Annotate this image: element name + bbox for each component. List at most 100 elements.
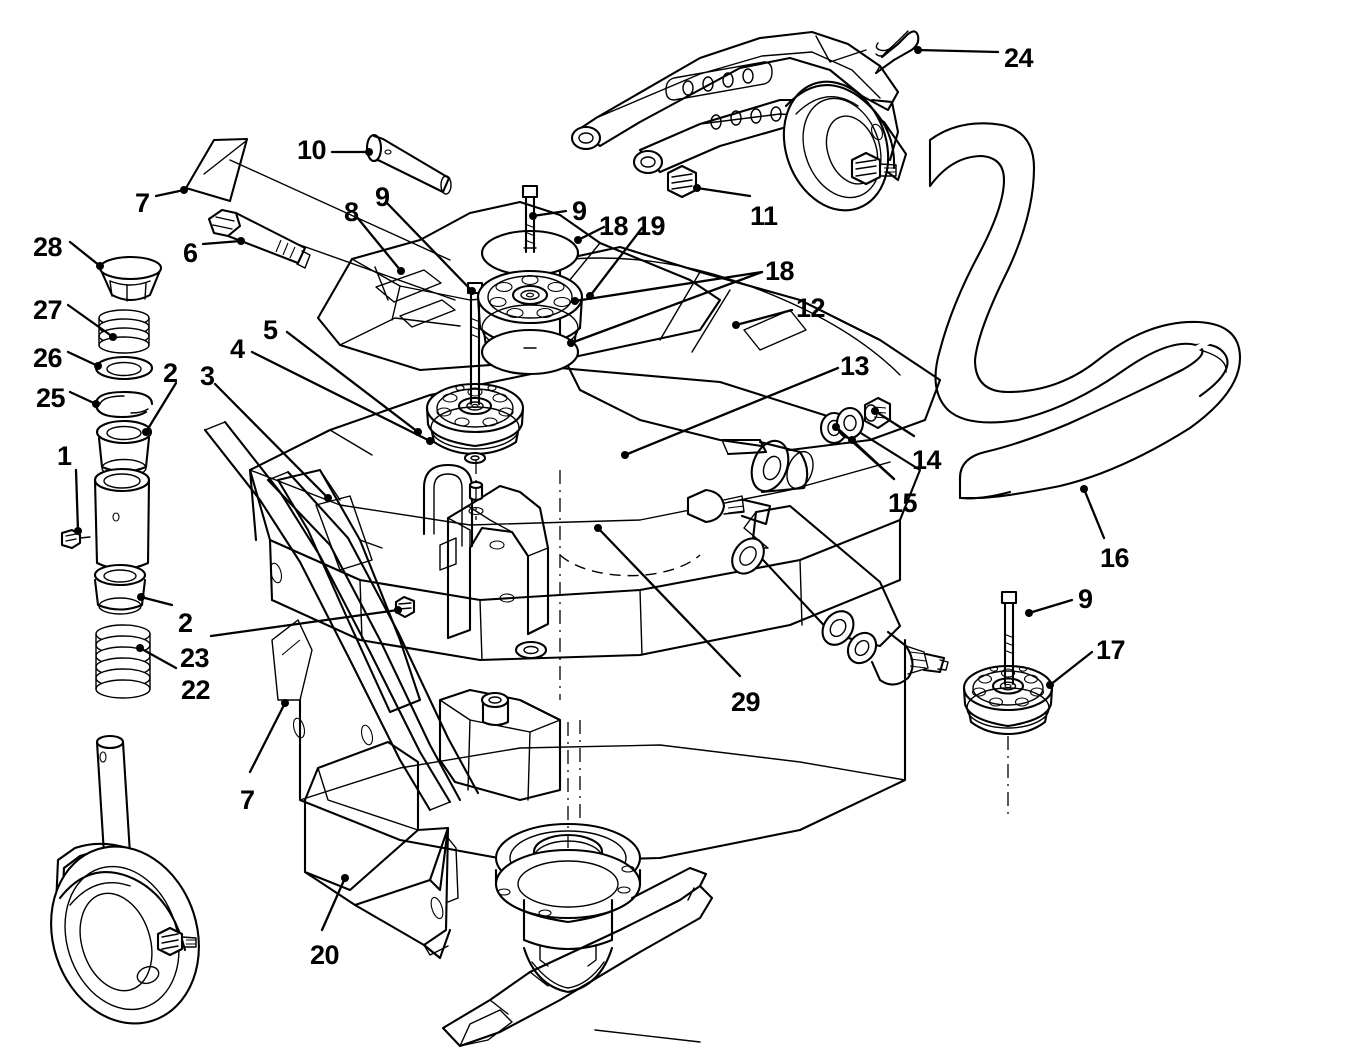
part-u-bracket [422,463,474,548]
leader-dot-c9c [1025,609,1033,617]
part-callout-18[interactable]: 18 [599,211,629,241]
leader-dot-c18a [574,236,582,244]
leader-dot-c16 [1080,485,1088,493]
part-callout-29[interactable]: 29 [731,687,761,717]
leader-line-c18a [576,225,606,242]
leader-line-c6 [201,239,243,246]
leader-dot-c9b [529,212,537,220]
leader-line-c11 [695,186,752,198]
leader-line-c1 [74,468,80,533]
part-callout-15[interactable]: 15 [888,488,918,518]
leader-line-c17 [1048,650,1094,687]
leader-line-c24 [916,48,1000,54]
leader-dot-c5 [414,428,422,436]
leader-line-c14 [873,409,916,438]
leader-line-c9b [531,209,568,218]
leader-dot-c3 [324,494,332,502]
leader-line-c7b [248,701,287,774]
part-callout-7[interactable]: 7 [240,785,255,815]
leader-line-c23 [209,608,400,638]
part-callout-22[interactable]: 22 [181,675,211,705]
leader-dot-c6 [237,237,245,245]
leader-line-c29 [596,526,742,678]
leader-dot-c25 [92,400,100,408]
part-callout-24[interactable]: 24 [1004,43,1034,73]
leader-line-c3 [213,382,330,500]
part-callout-14[interactable]: 14 [912,445,942,475]
part-callout-10[interactable]: 10 [297,135,327,165]
part-callout-7[interactable]: 7 [135,188,150,218]
leader-line-c13 [623,366,840,457]
part-callout-4[interactable]: 4 [230,334,245,364]
leader-line-c20 [320,876,347,932]
leader-dot-c19 [586,292,594,300]
part-callout-2[interactable]: 2 [163,358,178,388]
leader-line-c2a [144,381,178,434]
leader-line-c15b [834,425,896,481]
leader-line-c9c [1027,598,1074,615]
leader-dot-c10 [365,148,373,156]
leader-dot-c20 [341,874,349,882]
leader-line-c16 [1082,487,1106,540]
part-callout-17[interactable]: 17 [1096,635,1126,665]
leader-line-c8 [354,214,403,273]
part-callout-9[interactable]: 9 [375,182,390,212]
leader-line-c26 [66,350,100,368]
caster-wheel-assembly [50,734,200,1025]
part-17-v-idler-pulley [594,590,1054,1043]
leader-dot-c8 [397,267,405,275]
part-callout-9[interactable]: 9 [1078,584,1093,614]
part-callout-3[interactable]: 3 [200,361,215,391]
part-callout-13[interactable]: 13 [840,351,870,381]
leader-dot-c11 [693,184,701,192]
part-callout-9[interactable]: 9 [572,196,587,226]
part-callout-2[interactable]: 2 [178,608,193,638]
part-callout-16[interactable]: 16 [1100,543,1130,573]
leader-dot-c7b [281,699,289,707]
part-callout-12[interactable]: 12 [796,293,826,323]
part-callout-6[interactable]: 6 [183,238,198,268]
part-callout-8[interactable]: 8 [344,197,359,227]
leader-line-c25 [68,390,98,406]
leader-line-c4 [250,350,432,443]
leader-dot-c29 [594,524,602,532]
leader-line-c28 [68,240,102,268]
leader-dot-c18b [571,297,579,305]
part-callout-5[interactable]: 5 [263,315,278,345]
mower-deck-body [203,200,942,960]
part-callout-1[interactable]: 1 [57,441,72,471]
part-16-drive-belt [928,122,1242,500]
part-callout-26[interactable]: 26 [33,343,63,373]
leader-dot-c18c [567,339,575,347]
leader-line-c9a [384,200,474,293]
part-callout-28[interactable]: 28 [33,232,63,262]
leader-line-c18b [573,270,764,303]
roller-wheel [782,80,900,212]
part-callout-18[interactable]: 18 [765,256,795,286]
part-caster-tube [93,467,151,571]
part-6-hex-bolt [207,208,311,269]
part-19-double-pulley [476,184,584,376]
leader-line-c12 [734,308,794,327]
leader-dot-c14 [871,407,879,415]
part-5-idler-pulley [425,281,525,520]
leader-dot-c9a [468,287,476,295]
part-callout-23[interactable]: 23 [180,643,210,673]
part-25-retaining-ring [94,390,154,419]
part-callout-25[interactable]: 25 [36,383,66,413]
blade-spindle-assembly [441,722,714,1048]
fastener-group-upper-left [184,133,456,301]
leader-dot-c12 [732,321,740,329]
leader-dot-c2b [137,593,145,601]
roller-arm-assembly [570,30,920,212]
part-callout-11[interactable]: 11 [750,201,778,231]
part-11-lock-nut [666,164,698,199]
part-callout-19[interactable]: 19 [636,211,666,241]
part-callout-20[interactable]: 20 [310,940,340,970]
leader-line-c2b [139,595,174,607]
part-callout-27[interactable]: 27 [33,295,63,325]
callout-leaders [66,46,1106,932]
caster-spindle-stack [50,255,200,1025]
